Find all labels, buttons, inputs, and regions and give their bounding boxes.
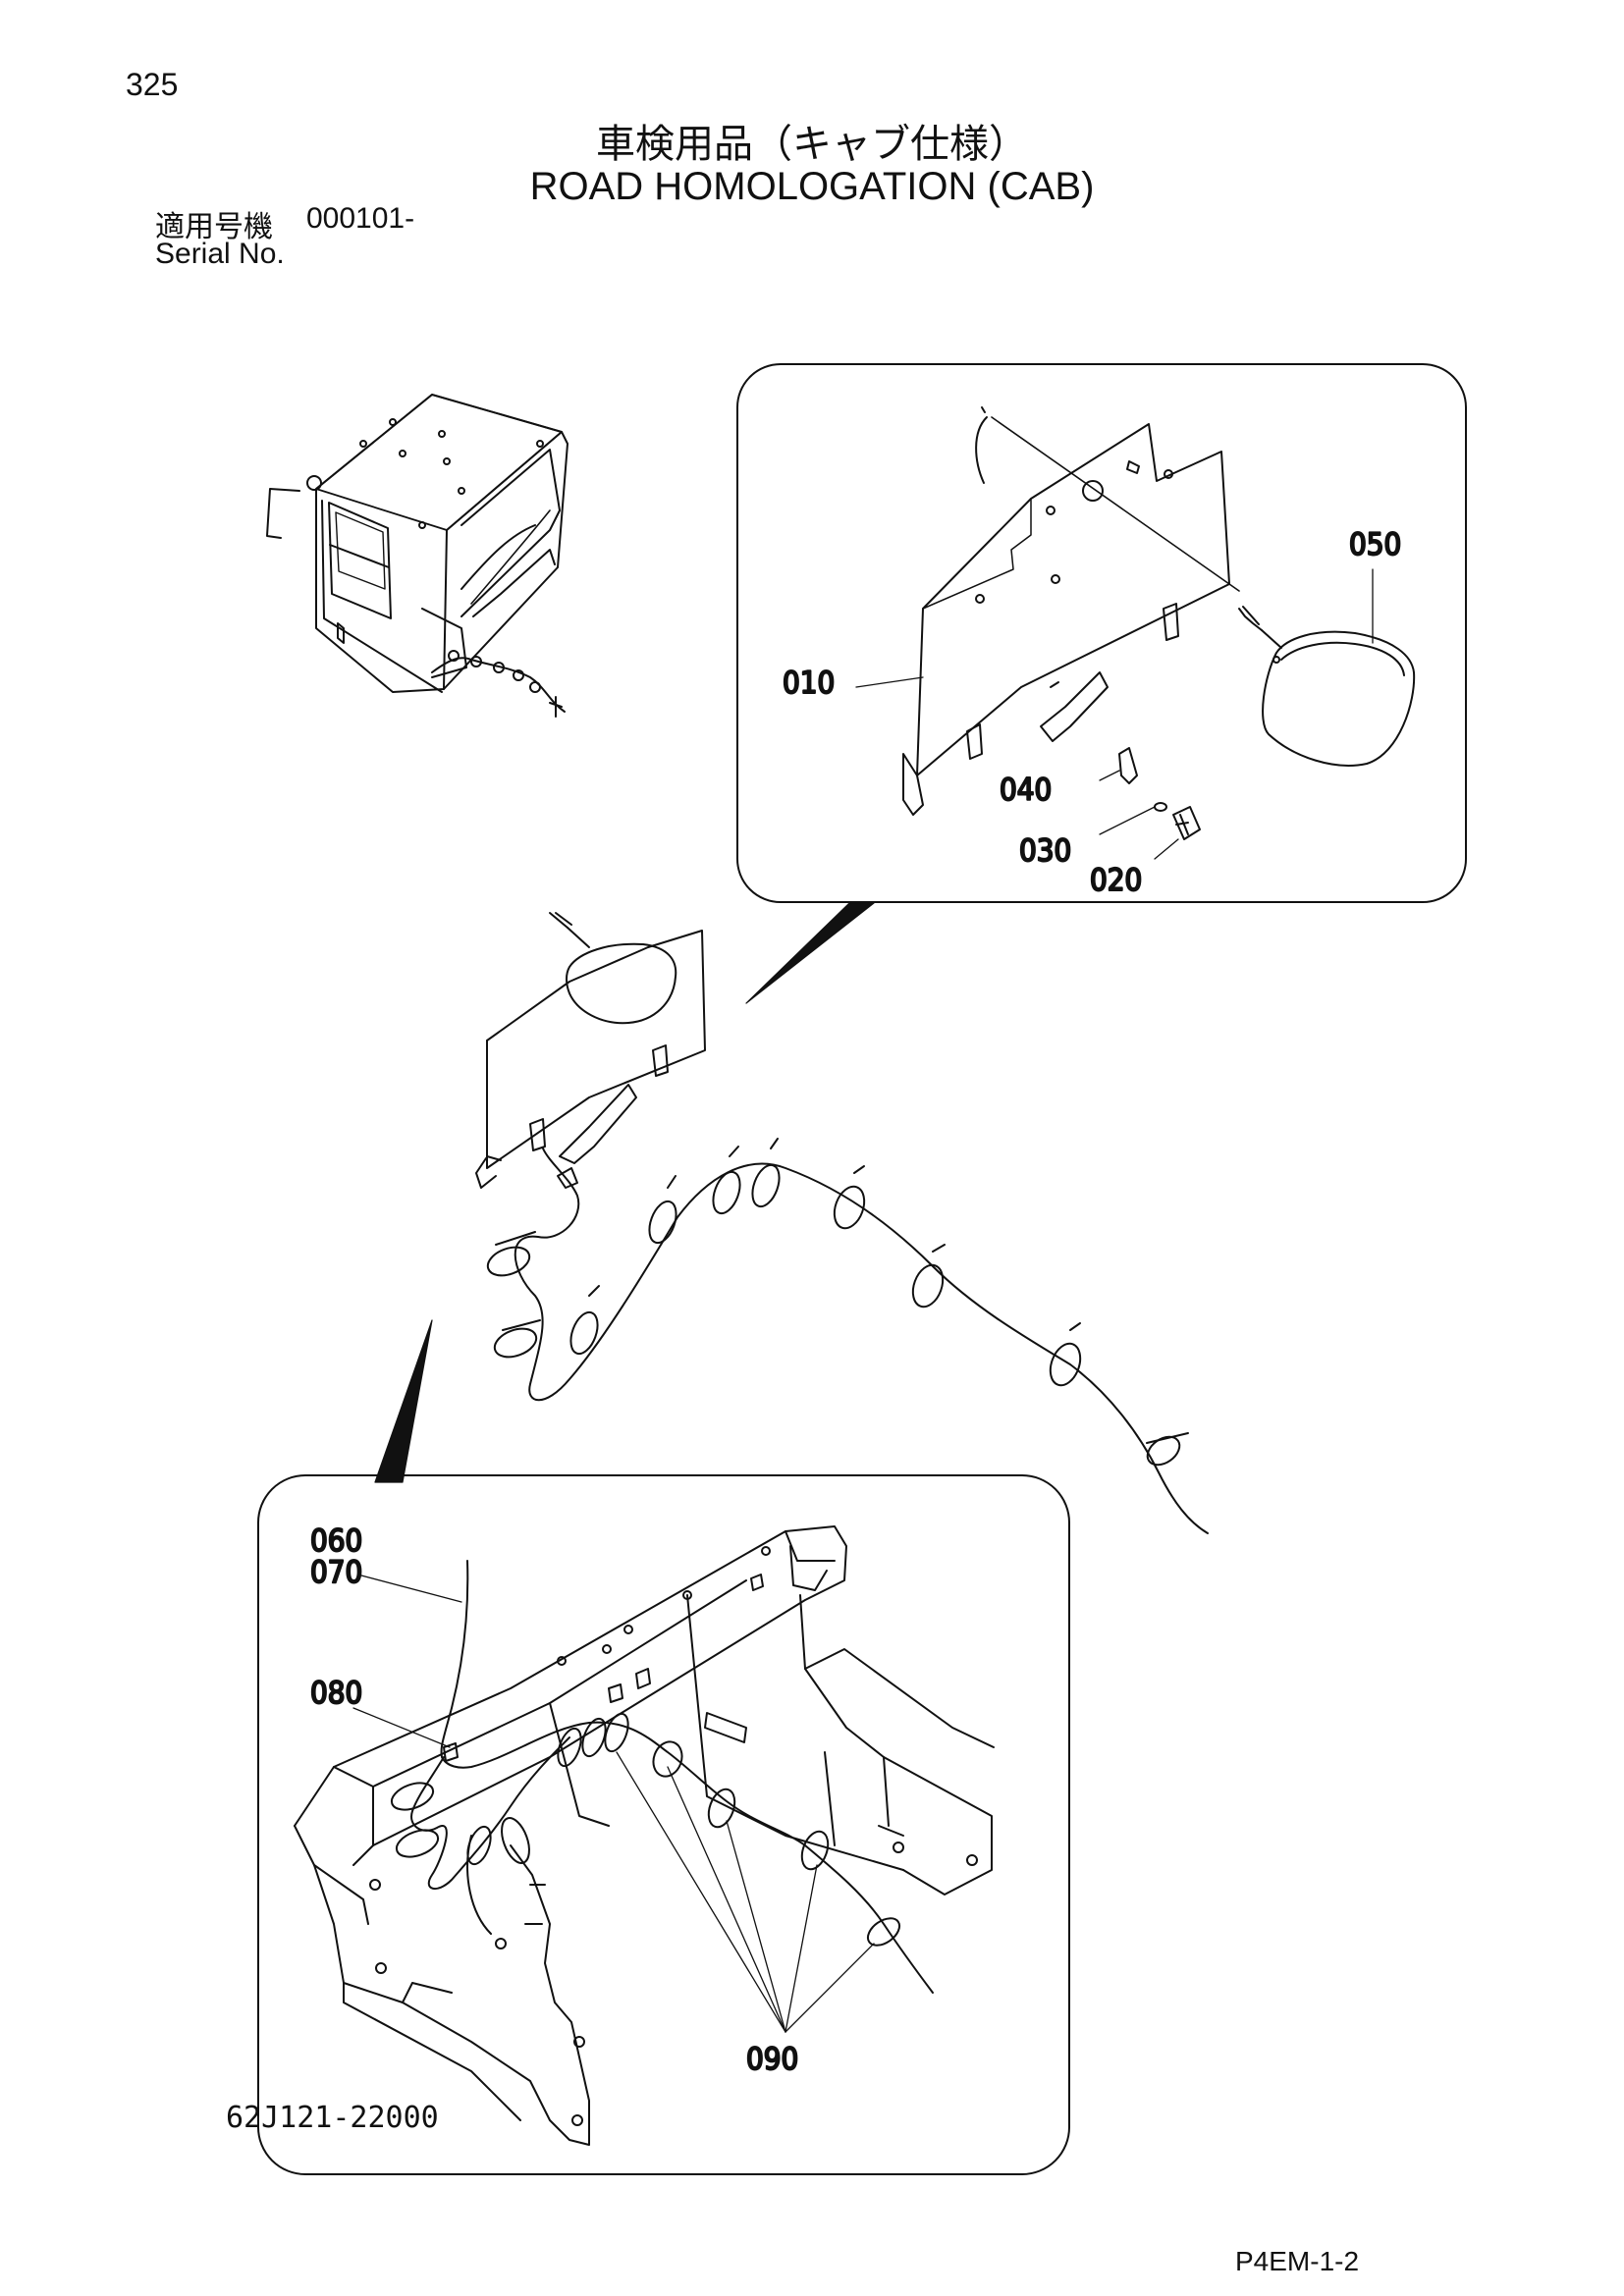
frame-harness-detail (294, 1525, 995, 2146)
callout-080: 080 (310, 1676, 362, 1711)
drawing-number: 62J121-22000 (226, 2101, 439, 2135)
callout-050: 050 (1349, 527, 1401, 562)
lamp-bracket-detail (902, 406, 1416, 840)
detail-box-lower (257, 1474, 1070, 2175)
page-code: P4EM-1-2 (1235, 2246, 1360, 2276)
title-japanese: 車検用品（キャブ仕様） (596, 122, 1028, 167)
title-english: ROAD HOMOLOGATION (CAB) (529, 165, 1095, 208)
detail-box-upper (736, 363, 1467, 903)
serial-label-english: Serial No. (155, 238, 285, 270)
serial-value: 000101- (306, 202, 415, 235)
cab-overview-illustration (266, 394, 568, 718)
harness-assembly-illustration (475, 912, 1209, 1534)
callout-030: 030 (1019, 833, 1071, 869)
page-number: 325 (126, 67, 179, 102)
callout-020: 020 (1090, 863, 1142, 898)
callout-060: 060 (310, 1523, 362, 1559)
pointer-wedge-lower (374, 1319, 433, 1483)
callout-010: 010 (783, 666, 835, 701)
leader-lines-upper (855, 568, 1374, 860)
callout-070: 070 (310, 1555, 362, 1590)
callout-040: 040 (1000, 773, 1052, 808)
serial-label-japanese: 適用号機 (155, 210, 273, 244)
leader-lines-lower (352, 1575, 875, 2033)
pointer-wedge-upper (745, 902, 875, 1004)
callout-090: 090 (746, 2042, 798, 2077)
